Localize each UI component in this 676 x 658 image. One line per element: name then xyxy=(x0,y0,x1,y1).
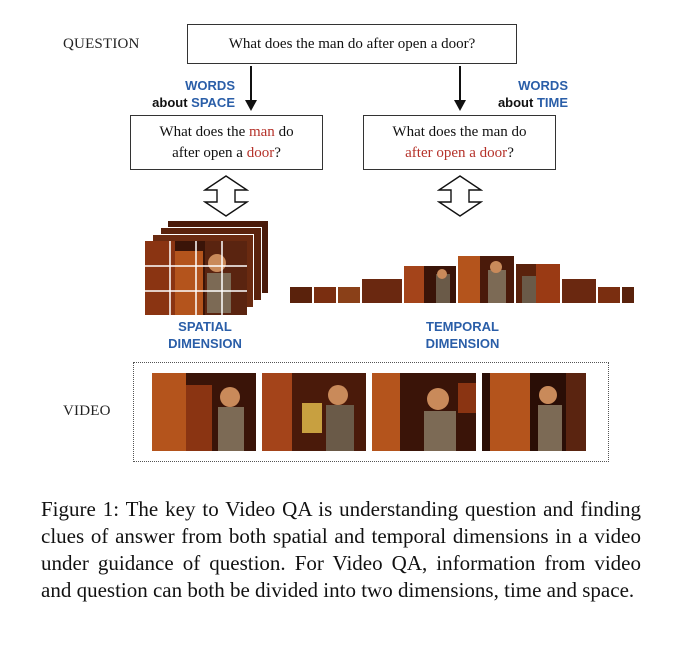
temporal-dim-line1: TEMPORAL xyxy=(426,319,499,334)
spatial-dimension-label: SPATIAL DIMENSION xyxy=(150,318,260,352)
temporal-frame-10 xyxy=(622,287,634,303)
temporal-frame-1 xyxy=(290,287,312,303)
video-frame-1 xyxy=(152,373,256,451)
time-q-line1: What does the man do xyxy=(392,124,527,140)
words-space-line1: WORDS xyxy=(185,78,235,93)
words-time-about: about xyxy=(497,95,537,110)
temporal-frame-2 xyxy=(314,287,336,303)
words-time-line1: WORDS xyxy=(518,78,568,93)
space-question-box: What does the man do after open a door? xyxy=(130,115,323,170)
time-question-box: What does the man do after open a door? xyxy=(363,115,556,170)
space-q-pre: What does the xyxy=(159,124,249,140)
video-frame-3 xyxy=(372,373,476,451)
temporal-frame-4 xyxy=(362,279,402,303)
spatial-frame-front xyxy=(145,241,247,315)
space-q-post: ? xyxy=(274,145,281,161)
temporal-frame-6 xyxy=(458,256,514,303)
video-label: VIDEO xyxy=(63,403,111,419)
temporal-frame-8 xyxy=(562,279,596,303)
temporal-frame-3 xyxy=(338,287,360,303)
words-about-time: WORDS about TIME xyxy=(455,77,568,111)
temporal-frame-5 xyxy=(404,266,456,303)
words-space-about: about xyxy=(152,95,192,110)
video-frames-box xyxy=(133,362,609,462)
space-q-mid: do xyxy=(274,124,294,140)
temporal-dimension-label: TEMPORAL DIMENSION xyxy=(405,318,520,352)
arrow-down-right-icon xyxy=(454,66,466,111)
top-question-box: What does the man do after open a door? xyxy=(187,24,517,64)
spatial-frame-stack xyxy=(145,220,270,315)
double-arrow-right-icon xyxy=(437,175,483,217)
video-frame-4 xyxy=(482,373,586,451)
words-time-key: TIME xyxy=(536,95,568,110)
temporal-dim-line2: DIMENSION xyxy=(425,336,500,351)
figure-caption: Figure 1: The key to Video QA is underst… xyxy=(41,497,641,602)
spatial-dim-line1: SPATIAL xyxy=(178,319,232,334)
top-question-text: What does the man do after open a door? xyxy=(228,36,476,52)
space-q-door: door xyxy=(246,145,275,161)
time-q-highlight: after open a door xyxy=(405,145,508,161)
spatial-dim-line2: DIMENSION xyxy=(168,336,242,351)
space-q-line2: after open a xyxy=(172,145,247,161)
video-frame-2 xyxy=(262,373,366,451)
words-about-space: WORDS about SPACE xyxy=(120,77,235,111)
temporal-frame-7 xyxy=(516,264,560,303)
temporal-frame-9 xyxy=(598,287,620,303)
words-space-key: SPACE xyxy=(191,95,235,110)
question-label: QUESTION xyxy=(63,36,140,52)
temporal-frame-strip xyxy=(290,250,635,305)
arrow-down-left-icon xyxy=(245,66,257,111)
time-q-post: ? xyxy=(507,145,514,161)
double-arrow-left-icon xyxy=(203,175,249,217)
space-q-man: man xyxy=(248,124,275,140)
